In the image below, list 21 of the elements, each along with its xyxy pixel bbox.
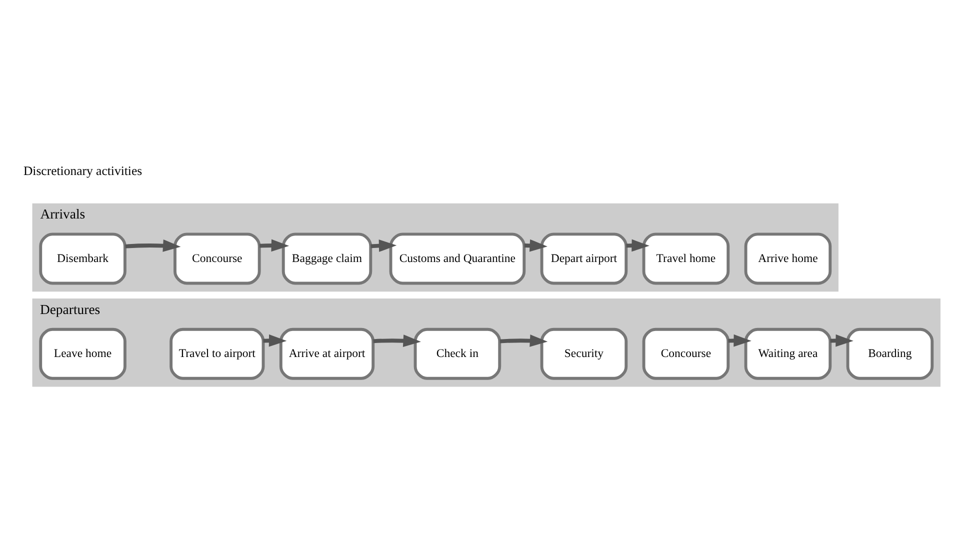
arrow bbox=[500, 334, 548, 346]
legend-label: Discretionary activities bbox=[23, 163, 142, 178]
node-box: Arrive at airport bbox=[279, 327, 375, 380]
arrow bbox=[259, 238, 290, 252]
node-box: Check in bbox=[414, 327, 502, 380]
arrow bbox=[370, 239, 397, 252]
node-box: Leave home bbox=[39, 327, 126, 380]
node-box: Customs and Quarantine bbox=[389, 232, 526, 284]
node-box: Baggage claim bbox=[282, 232, 372, 284]
node-box: Concourse bbox=[642, 327, 730, 380]
node-box: Waiting area bbox=[744, 327, 832, 380]
node-box: Boarding bbox=[846, 327, 934, 380]
node-box: Concourse bbox=[174, 232, 261, 284]
node-box: Travel home bbox=[642, 232, 730, 284]
arrow bbox=[125, 239, 181, 252]
node-box: Disembark bbox=[39, 232, 126, 284]
node-box: Security bbox=[540, 327, 628, 380]
arrow bbox=[373, 334, 421, 346]
node-box: Depart airport bbox=[540, 232, 628, 284]
node-box: Arrive home bbox=[744, 232, 832, 284]
node-box: Travel to airport bbox=[170, 327, 265, 380]
